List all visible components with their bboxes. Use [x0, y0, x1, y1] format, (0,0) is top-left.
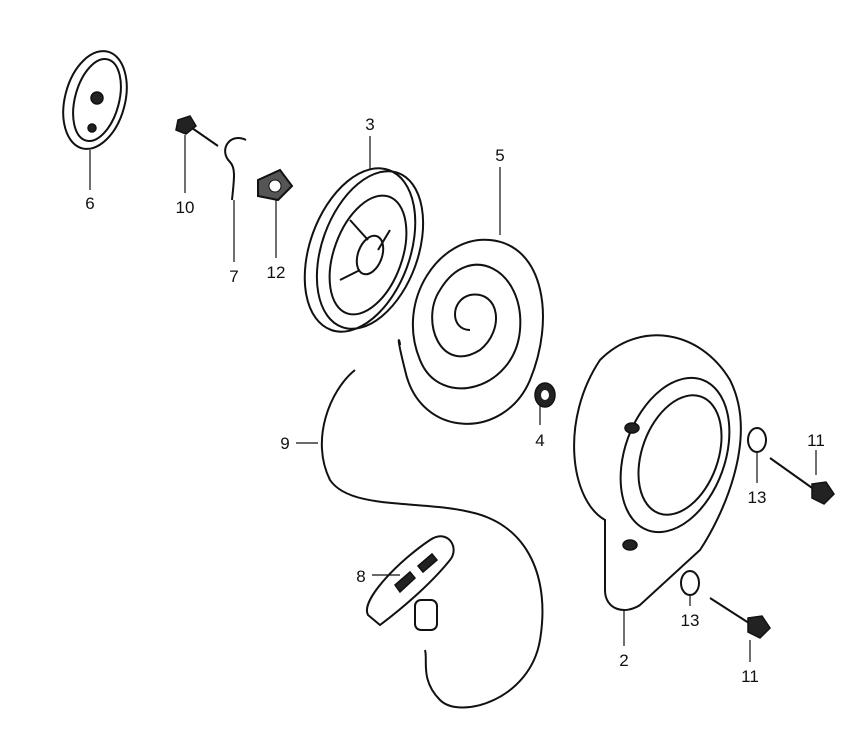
collar-part — [747, 427, 767, 453]
starter-plate-part — [62, 50, 128, 150]
part-label-2: 2 — [619, 651, 628, 670]
spiral-spring-part — [397, 238, 544, 425]
reel-part — [303, 167, 425, 333]
part-label-12: 12 — [267, 263, 286, 282]
part-label-4: 4 — [535, 431, 544, 450]
part-label-13: 13 — [748, 488, 767, 507]
part-label-10: 10 — [176, 198, 195, 217]
part-label-13: 13 — [681, 611, 700, 630]
part-label-7: 7 — [229, 267, 238, 286]
starter-handle-part — [365, 535, 455, 631]
part-label-6: 6 — [85, 194, 94, 213]
starter-rope-part — [320, 369, 544, 709]
screw-part — [709, 597, 771, 639]
bolt-part — [175, 115, 219, 147]
ratchet-part — [257, 168, 294, 202]
part-label-9: 9 — [280, 434, 289, 453]
starter-housing-part — [573, 334, 742, 611]
part-label-11: 11 — [807, 431, 825, 450]
part-label-3: 3 — [365, 115, 374, 134]
leader-lines — [89, 135, 817, 662]
hook-spring-part — [224, 137, 247, 201]
screw-part — [769, 457, 835, 505]
collar-part — [680, 570, 700, 596]
part-label-8: 8 — [356, 567, 365, 586]
nut-part — [534, 382, 556, 408]
part-label-11: 11 — [741, 667, 759, 686]
part-label-5: 5 — [495, 146, 504, 165]
